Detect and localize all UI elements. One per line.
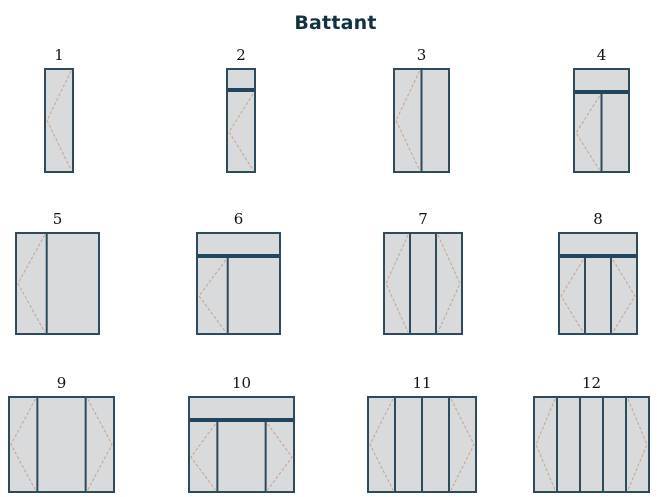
window-drawing: [573, 68, 630, 173]
hinge-swing-indicator: [369, 398, 394, 491]
window-figure[interactable]: 3: [393, 46, 450, 173]
figure-number-label: 6: [233, 210, 244, 228]
window-outline: [383, 232, 463, 335]
window-outline: [573, 68, 630, 173]
page-title: Battant: [294, 12, 377, 34]
figure-number-label: 8: [593, 210, 603, 228]
window-outline: [188, 396, 295, 493]
window-outer-frame: [188, 396, 295, 493]
hinge-swing-indicator: [535, 398, 556, 491]
figure-number-label: 11: [412, 374, 432, 392]
figure-number-label: 10: [231, 374, 252, 392]
hinge-swing-indicator: [385, 234, 409, 333]
window-outline: [226, 68, 256, 173]
hinge-swing-indicator: [437, 234, 461, 333]
transom-bar: [189, 418, 294, 422]
figure-number-label: 3: [416, 46, 427, 64]
window-figure[interactable]: 12: [533, 374, 650, 493]
window-outer-frame: [8, 396, 115, 493]
window-drawing: [8, 396, 115, 493]
window-outer-frame: [558, 232, 638, 335]
hinge-swing-indicator: [17, 234, 46, 333]
window-figure[interactable]: 6: [196, 210, 281, 335]
window-figure[interactable]: 10: [188, 374, 295, 493]
hinge-swing-indicator: [612, 259, 636, 333]
window-outer-frame: [15, 232, 100, 335]
hinge-swing-indicator: [450, 398, 475, 491]
figure-number-label: 4: [596, 46, 607, 64]
window-drawing: [15, 232, 100, 335]
window-outline: [15, 232, 100, 335]
window-outer-frame: [44, 68, 74, 173]
figure-number-label: 7: [418, 210, 428, 228]
window-drawing: [383, 232, 463, 335]
hinge-swing-indicator: [10, 398, 36, 491]
transom-bar: [574, 90, 629, 94]
window-drawing: [226, 68, 256, 173]
hinge-swing-indicator: [46, 70, 72, 171]
window-outline: [8, 396, 115, 493]
transom-bar: [197, 254, 280, 258]
window-outline: [393, 68, 450, 173]
transom-bar: [227, 88, 255, 92]
hinge-swing-indicator: [190, 423, 216, 491]
window-drawing: [393, 68, 450, 173]
window-figure[interactable]: 5: [15, 210, 100, 335]
window-drawing: [196, 232, 281, 335]
window-outline: [44, 68, 74, 173]
hinge-swing-indicator: [267, 423, 293, 491]
window-figure[interactable]: 4: [573, 46, 630, 173]
window-outline: [367, 396, 477, 493]
figure-number-label: 2: [236, 46, 246, 64]
window-figure[interactable]: 8: [558, 210, 638, 335]
hinge-swing-indicator: [627, 398, 648, 491]
hinge-swing-indicator: [87, 398, 113, 491]
window-drawing: [367, 396, 477, 493]
figure-number-label: 9: [56, 374, 67, 392]
window-drawing: [44, 68, 74, 173]
window-outer-frame: [533, 396, 650, 493]
window-drawing: [188, 396, 295, 493]
window-figure[interactable]: 1: [44, 46, 74, 173]
window-figure[interactable]: 11: [367, 374, 477, 493]
window-figure[interactable]: 7: [383, 210, 463, 335]
transom-bar: [559, 254, 637, 258]
figure-number-label: 12: [581, 374, 602, 392]
window-outer-frame: [383, 232, 463, 335]
figure-number-label: 5: [52, 210, 63, 228]
window-figure[interactable]: 2: [226, 46, 256, 173]
window-drawing: [558, 232, 638, 335]
window-figure[interactable]: 9: [8, 374, 115, 493]
figure-number-label: 1: [54, 46, 64, 64]
window-outline: [533, 396, 650, 493]
window-outline: [558, 232, 638, 335]
window-outline: [196, 232, 281, 335]
hinge-swing-indicator: [395, 70, 420, 171]
window-drawing: [533, 396, 650, 493]
window-outer-frame: [196, 232, 281, 335]
hinge-swing-indicator: [560, 259, 584, 333]
window-outer-frame: [226, 68, 256, 173]
